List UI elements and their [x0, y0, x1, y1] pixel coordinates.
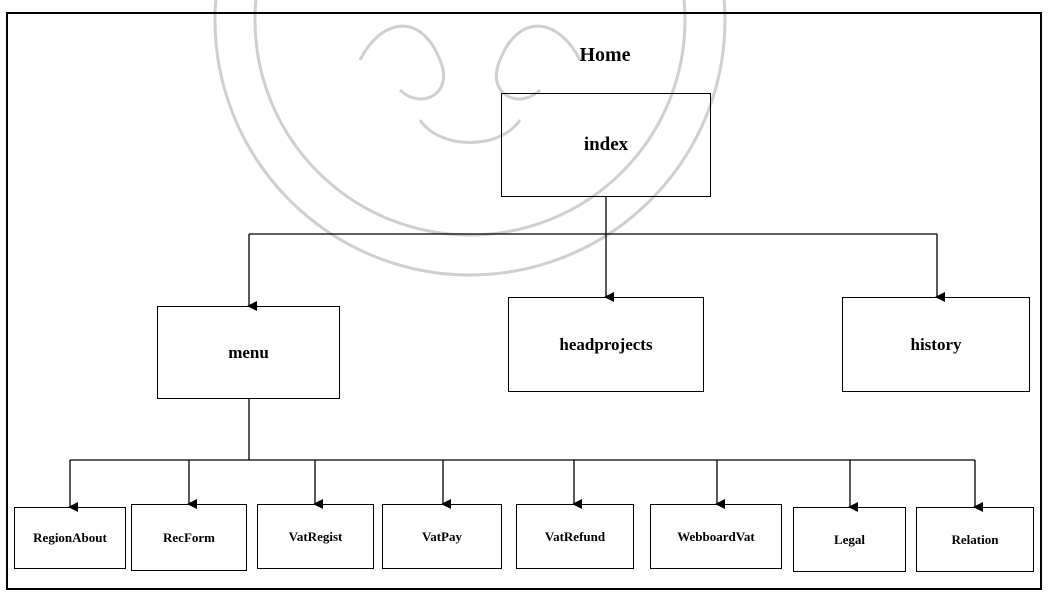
- node-history: history: [842, 297, 1030, 392]
- diagram-title: Home: [579, 44, 631, 66]
- node-relation: Relation: [916, 507, 1034, 572]
- node-webboardvat: WebboardVat: [650, 504, 782, 569]
- node-headprojects-label: headprojects: [559, 334, 653, 354]
- node-headprojects: headprojects: [508, 297, 704, 392]
- node-regionabout: RegionAbout: [14, 507, 126, 569]
- node-vatrefund: VatRefund: [516, 504, 634, 569]
- node-history-label: history: [910, 334, 962, 354]
- node-vatrefund-label: VatRefund: [544, 528, 606, 544]
- node-vatregist-label: VatRegist: [288, 528, 343, 544]
- node-menu-label: menu: [228, 342, 269, 362]
- node-vatpay: VatPay: [382, 504, 502, 569]
- node-regionabout-label: RegionAbout: [33, 530, 107, 545]
- node-recform: RecForm: [131, 504, 247, 571]
- node-index: index: [501, 93, 711, 197]
- node-legal-label: Legal: [833, 531, 866, 547]
- node-legal: Legal: [793, 507, 906, 572]
- node-recform-label: RecForm: [163, 529, 215, 545]
- node-index-label: index: [583, 134, 629, 155]
- diagram-frame: [6, 12, 1042, 590]
- node-webboardvat-label: WebboardVat: [677, 528, 755, 544]
- node-vatpay-label: VatPay: [422, 528, 462, 544]
- node-vatregist: VatRegist: [257, 504, 374, 569]
- node-menu: menu: [157, 306, 340, 399]
- node-relation-label: Relation: [951, 531, 999, 547]
